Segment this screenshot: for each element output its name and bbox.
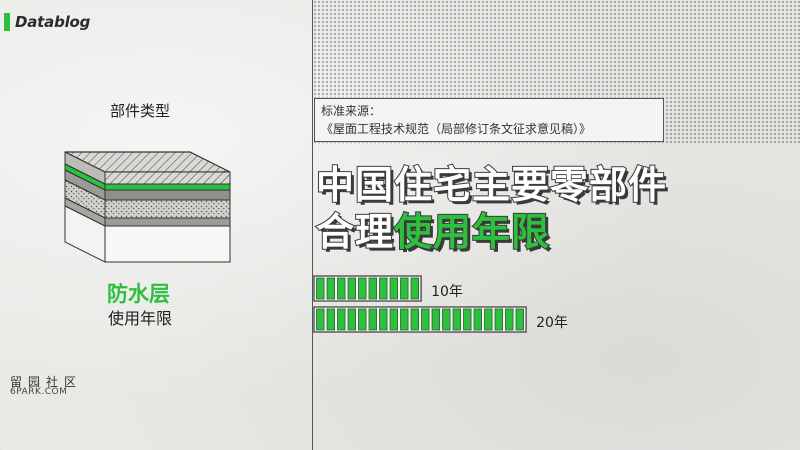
divider-line — [312, 0, 313, 450]
part-type-label: 部件类型 — [110, 102, 171, 120]
bar-2-segment — [484, 308, 493, 331]
bar-2-segment — [389, 308, 398, 331]
source-text: 《屋面工程技术规范（局部修订条文征求意见稿）》 — [321, 122, 592, 136]
bar-2-segment — [337, 308, 346, 331]
bar-2-segment — [473, 308, 482, 331]
bar-2-segment — [494, 308, 503, 331]
bar-1-segment — [326, 277, 335, 300]
bar-2-segment — [505, 308, 514, 331]
bar-2-segment — [442, 308, 451, 331]
source-box: 标准来源： 《屋面工程技术规范（局部修订条文征求意见稿）》 — [314, 98, 664, 142]
title-line-2: 合理使用年限 — [315, 201, 551, 256]
bar-2-segment — [515, 308, 524, 331]
bar-1-segment — [347, 277, 356, 300]
title-line-2-prefix: 合理 — [315, 209, 395, 255]
bar-2-segment — [379, 308, 388, 331]
bar-2-segment — [463, 308, 472, 331]
bar-1-segment — [379, 277, 388, 300]
bar-2-segment — [368, 308, 377, 331]
title-line-1: 中国住宅主要零部件 — [315, 162, 668, 208]
bar-frame-2 — [313, 306, 527, 333]
watermark-domain: 6PARK.COM — [10, 387, 68, 397]
component-name: 防水层 — [107, 282, 170, 306]
bar-value-label-1: 10年 — [431, 284, 463, 300]
brand: Datablog — [4, 12, 90, 32]
bar-1-segment — [389, 277, 398, 300]
bar-1-segment — [400, 277, 409, 300]
component-subtitle: 使用年限 — [108, 309, 173, 328]
source-label: 标准来源： — [321, 104, 382, 118]
bar-2-segment — [431, 308, 440, 331]
bar-2-segment — [452, 308, 461, 331]
bar-1-segment — [337, 277, 346, 300]
brand-name: Datablog — [15, 13, 91, 31]
bar-2-segment — [347, 308, 356, 331]
bar-value-label-2: 20年 — [536, 315, 568, 331]
watermark-logo: 留园社区 — [10, 375, 83, 389]
bar-2-segment — [421, 308, 430, 331]
brand-accent-bar — [4, 13, 10, 31]
roof-layers-illustration — [64, 151, 231, 263]
bar-1-segment — [358, 277, 367, 300]
bar-1-segment — [316, 277, 325, 300]
bar-2-segment — [400, 308, 409, 331]
bar-2-segment — [358, 308, 367, 331]
bar-1-segment — [410, 277, 419, 300]
title-line-2-highlight: 使用年限 — [393, 209, 551, 255]
bar-2-segment — [326, 308, 335, 331]
structural-slab — [104, 225, 231, 263]
bar-1-segment — [368, 277, 377, 300]
bar-2-segment — [410, 308, 419, 331]
bar-2-segment — [316, 308, 325, 331]
